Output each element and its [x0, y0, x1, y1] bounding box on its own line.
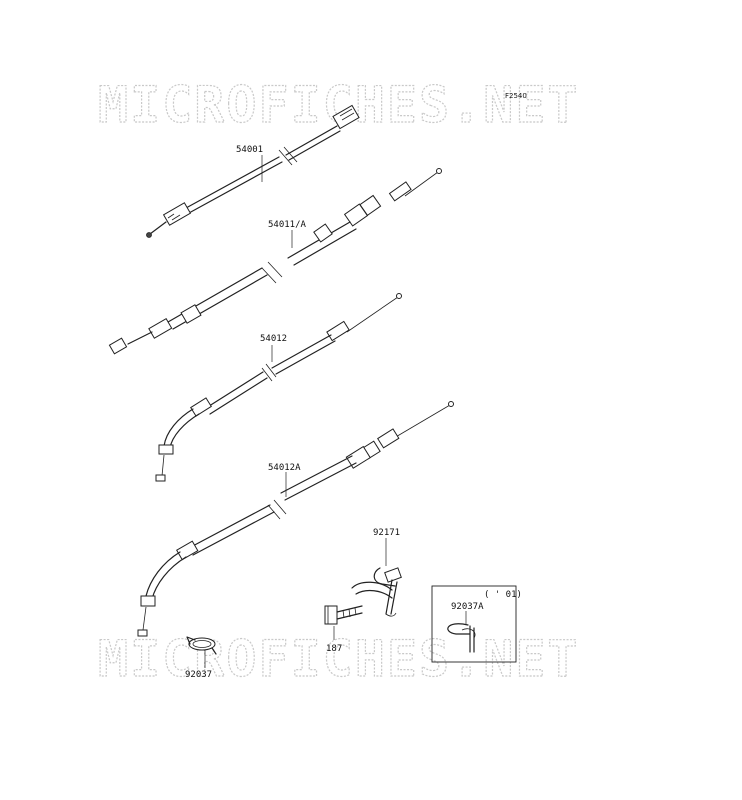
label-187[interactable]: 187 [326, 644, 342, 654]
watermark-bottom: MICROFICHES.NET [98, 630, 580, 688]
inset-note: ( ' 01) [484, 590, 522, 600]
label-54012a[interactable]: 54012A [268, 463, 301, 473]
inset-box [431, 585, 517, 663]
label-92171[interactable]: 92171 [373, 528, 400, 538]
label-92037a[interactable]: 92037A [451, 602, 484, 612]
label-54011a[interactable]: 54011/A [268, 220, 307, 230]
cable-54012[interactable] [155, 293, 402, 482]
cable-54012a[interactable] [137, 401, 454, 637]
label-54001[interactable]: 54001 [236, 145, 263, 155]
label-92037[interactable]: 92037 [185, 670, 212, 680]
part-92171-clamp[interactable] [351, 567, 402, 617]
part-187-bolt[interactable] [324, 605, 363, 625]
part-92037a-clip[interactable] [447, 623, 476, 653]
label-54012[interactable]: 54012 [260, 334, 287, 344]
cable-54011a[interactable] [108, 168, 442, 355]
cable-54001[interactable] [146, 104, 360, 238]
part-92037-clamp[interactable] [186, 636, 217, 655]
diagram-code: F2540 [505, 92, 527, 100]
